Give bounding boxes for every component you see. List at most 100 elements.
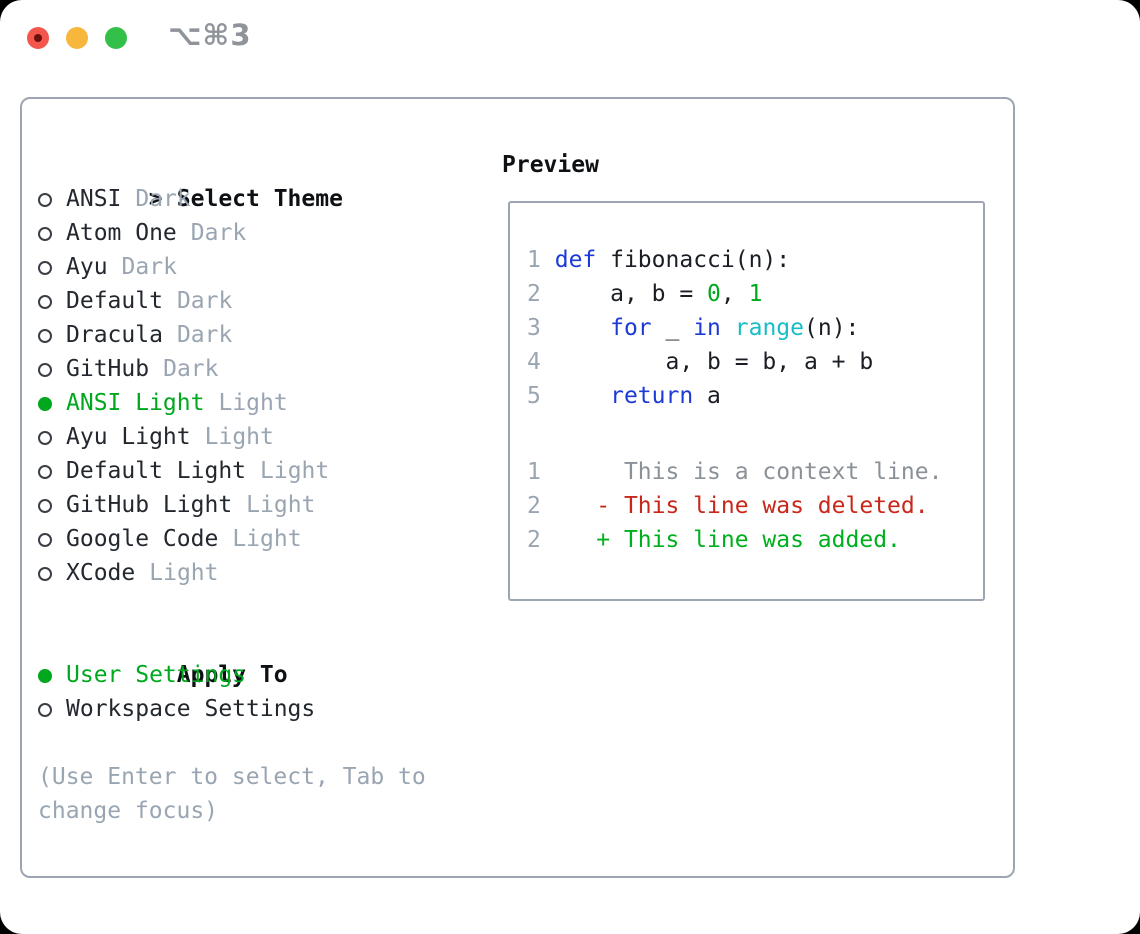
theme-name: Default Light — [66, 458, 247, 484]
theme-option-google-code[interactable]: Google Code Light — [38, 522, 426, 556]
zoom-button[interactable] — [105, 27, 127, 49]
code-segment — [541, 315, 610, 341]
code-segment: for — [610, 315, 652, 341]
code-line: 5 return a — [527, 379, 983, 413]
window-hotkey-label: ⌥⌘3 — [168, 18, 252, 52]
preview-title: Preview — [502, 152, 599, 178]
spacer — [38, 726, 426, 760]
theme-option-ansi[interactable]: ANSI Dark — [38, 182, 426, 216]
code-line: 3 for _ in range(n): — [527, 311, 983, 345]
radio-circle — [38, 329, 52, 343]
code-segment: def — [554, 247, 597, 273]
theme-variant: Dark — [121, 254, 177, 280]
code-segment: This is a context line. — [540, 459, 943, 485]
spacer — [527, 413, 983, 455]
theme-name: XCode — [66, 560, 136, 586]
radio-circle — [38, 397, 52, 411]
radio-icon — [38, 454, 66, 488]
theme-name: Ayu Light — [66, 424, 191, 450]
theme-variant: Light — [149, 560, 219, 586]
theme-variant: Dark — [163, 356, 219, 382]
theme-name: Google Code — [66, 526, 219, 552]
theme-option-default-light[interactable]: Default Light Light — [38, 454, 426, 488]
line-number: 1 — [527, 247, 541, 273]
theme-name: Atom One — [66, 220, 177, 246]
code-segment: a — [693, 383, 721, 409]
theme-option-default[interactable]: Default Dark — [38, 284, 426, 318]
theme-name: GitHub — [66, 356, 150, 382]
spacer — [38, 590, 426, 624]
code-segment: fibonacci(n): — [596, 247, 791, 273]
theme-variant: Dark — [176, 288, 233, 314]
hint-text-line-2: change focus) — [38, 798, 219, 824]
radio-icon — [38, 318, 66, 352]
diff-line: 1 This is a context line. — [527, 455, 983, 489]
line-number: 2 — [527, 527, 541, 553]
window-controls — [27, 27, 127, 49]
apply-to-heading: Apply To — [38, 624, 426, 688]
code-segment: in — [693, 315, 721, 341]
theme-option-atom-one[interactable]: Atom One Dark — [38, 216, 426, 250]
radio-circle — [38, 261, 52, 275]
minimize-button[interactable] — [66, 27, 88, 49]
code-segment: (n): — [804, 315, 860, 341]
theme-variant: Dark — [176, 322, 233, 348]
code-segment: range — [734, 315, 805, 341]
code-segment: , — [720, 281, 749, 307]
code-segment — [541, 383, 610, 409]
theme-variant: Dark — [190, 220, 247, 246]
code-segment: _ — [651, 315, 694, 341]
apply-to-title: Apply To — [176, 662, 288, 688]
theme-option-github[interactable]: GitHub Dark — [38, 352, 426, 386]
select-theme-heading: > Select Theme — [38, 148, 426, 212]
code-segment — [541, 247, 555, 273]
radio-circle — [38, 703, 52, 717]
hint-text-line-1: (Use Enter to select, Tab to — [38, 764, 426, 790]
apply-option-label: User Settings — [66, 662, 247, 688]
radio-icon — [38, 250, 66, 284]
apply-option-workspace-settings[interactable]: Workspace Settings — [38, 692, 426, 726]
line-number: 2 — [527, 493, 541, 519]
radio-icon — [38, 556, 66, 590]
theme-variant: Light — [260, 458, 330, 484]
code-line: 2 a, b = 0, 1 — [527, 277, 983, 311]
radio-circle — [38, 533, 52, 547]
theme-variant: Light — [232, 526, 302, 552]
diff-preview-block: 1 This is a context line. 2 - This line w… — [527, 455, 983, 557]
code-segment: + This line was added. — [540, 527, 901, 553]
radio-circle — [38, 227, 52, 241]
radio-selected-icon — [38, 658, 66, 692]
apply-option-label: Workspace Settings — [66, 696, 316, 722]
code-segment: a, b = — [540, 281, 708, 307]
radio-icon — [38, 182, 66, 216]
select-theme-title: Select Theme — [176, 186, 343, 212]
code-segment: 0 — [707, 281, 721, 307]
theme-option-xcode[interactable]: XCode Light — [38, 556, 426, 590]
selection-caret-icon: > — [148, 186, 163, 212]
theme-option-dracula[interactable]: Dracula Dark — [38, 318, 426, 352]
theme-name: ANSI Light — [66, 390, 205, 416]
close-button[interactable] — [27, 27, 49, 49]
code-segment: return — [610, 383, 694, 409]
code-segment — [721, 315, 735, 341]
theme-name: ANSI — [66, 186, 122, 212]
line-number: 5 — [527, 383, 541, 409]
radio-circle — [38, 669, 52, 683]
theme-variant: Dark — [135, 186, 191, 212]
theme-name: Default — [66, 288, 163, 314]
radio-circle — [38, 295, 52, 309]
radio-icon — [38, 488, 66, 522]
apply-option-user-settings[interactable]: User Settings — [38, 658, 426, 692]
code-segment: - This line was deleted. — [540, 493, 929, 519]
theme-name: Dracula — [66, 322, 163, 348]
radio-icon — [38, 420, 66, 454]
radio-circle — [38, 193, 52, 207]
code-segment: a, b = b, a + b — [540, 349, 874, 375]
